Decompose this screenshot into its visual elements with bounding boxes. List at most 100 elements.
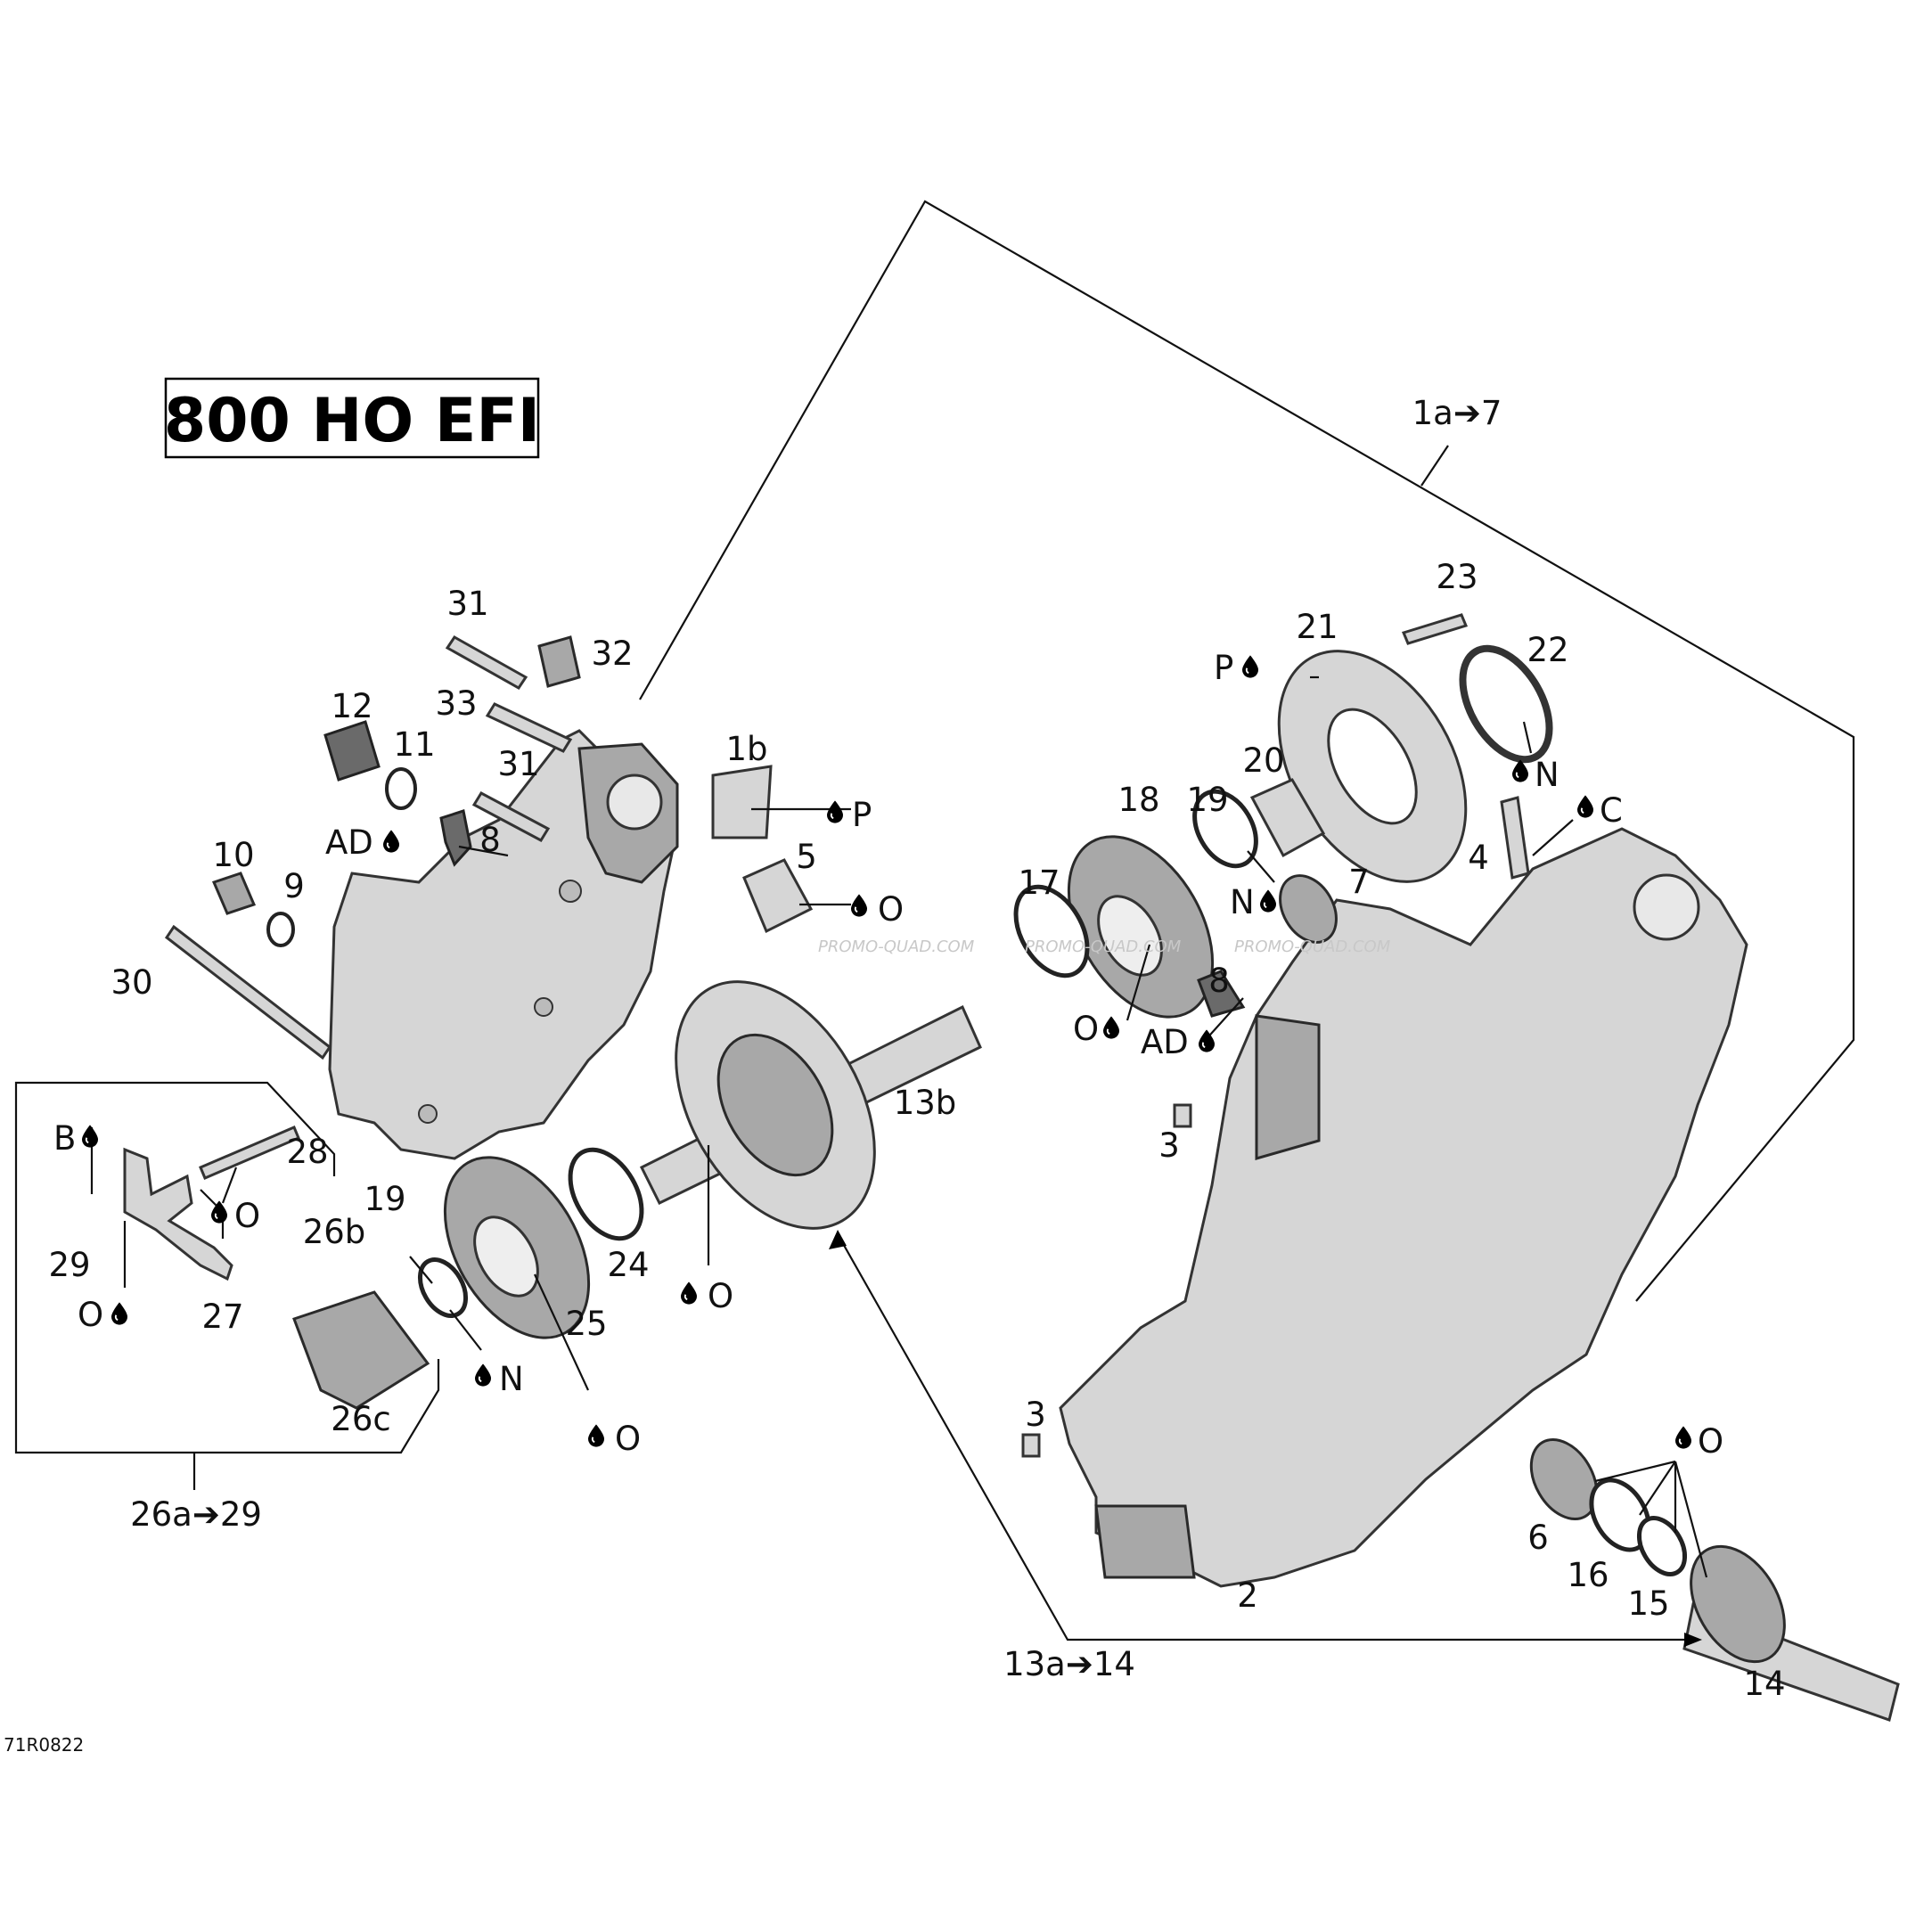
- washer-15: [1636, 1516, 1688, 1576]
- sleeve-5: [742, 858, 814, 934]
- label-26b: 26b: [303, 1213, 366, 1251]
- bushing-7: [1279, 874, 1338, 944]
- label-9: 9: [283, 867, 305, 905]
- label-1b: 1b: [725, 730, 767, 768]
- oring-19b: [417, 1257, 469, 1318]
- lube-o-4: O: [588, 1420, 641, 1458]
- cap-32: [537, 635, 581, 688]
- label-26c: 26c: [331, 1400, 390, 1438]
- plug-10: [211, 872, 257, 915]
- diagram-code: 71R0822: [4, 1734, 84, 1756]
- svg-text:O: O: [708, 1277, 733, 1315]
- label-30: 30: [111, 963, 152, 1002]
- svg-text:O: O: [1698, 1422, 1723, 1461]
- lube-o-1: O: [851, 890, 904, 929]
- label-31b: 31: [497, 745, 539, 783]
- bearing-6: [1529, 1437, 1599, 1521]
- label-2: 2: [1237, 1576, 1258, 1615]
- label-16: 16: [1567, 1556, 1609, 1594]
- label-22: 22: [1527, 631, 1568, 669]
- label-8b: 8: [1208, 962, 1230, 1000]
- dowel-3b: [1021, 1433, 1041, 1458]
- shaft-assembly-bracket: [837, 1233, 1698, 1641]
- label-14: 14: [1743, 1665, 1785, 1703]
- label-28: 28: [286, 1133, 328, 1171]
- lube-b-1: B: [53, 1119, 98, 1158]
- oring-11: [385, 767, 417, 810]
- model-title: 800 HO EFI: [164, 386, 540, 456]
- label-23: 23: [1436, 558, 1478, 596]
- watermark-1: PROMO-QUAD.COM: [818, 937, 975, 956]
- lube-o-3: O: [681, 1277, 733, 1315]
- fork-assembly-bracket: [14, 1081, 440, 1454]
- label-17: 17: [1018, 864, 1060, 902]
- leader-lines: [90, 675, 1708, 1578]
- label-6: 6: [1527, 1519, 1549, 1557]
- left-crankcase: [328, 729, 773, 1160]
- svg-text:C: C: [1600, 791, 1623, 830]
- sensor-8b: [1197, 970, 1246, 1018]
- label-3b: 3: [1025, 1396, 1046, 1434]
- washer-24: [568, 1147, 644, 1241]
- seal-22: [1459, 644, 1553, 764]
- label-20: 20: [1242, 741, 1284, 780]
- plug-12: [323, 720, 381, 782]
- fork-assembly-label: 26a➔29: [130, 1495, 262, 1534]
- oring-19: [1192, 789, 1258, 869]
- case-assembly-label: 1a➔7: [1412, 394, 1502, 432]
- lube-n-1: N: [1512, 756, 1560, 794]
- shaft-assembly-label: 13a➔14: [1003, 1645, 1135, 1683]
- case-assembly-bracket: [639, 200, 1855, 1302]
- watermark-2: PROMO-QUAD.COM: [1025, 937, 1182, 956]
- label-33: 33: [435, 684, 477, 723]
- svg-text:N: N: [1535, 756, 1560, 794]
- oring-9: [266, 912, 295, 947]
- lube-ad-1: AD: [325, 823, 399, 862]
- lube-p-2: P: [1214, 649, 1258, 687]
- label-32: 32: [591, 634, 633, 673]
- svg-text:O: O: [234, 1197, 260, 1235]
- label-3a: 3: [1158, 1126, 1180, 1165]
- sensor-8a: [439, 809, 472, 867]
- watermark-3: PROMO-QUAD.COM: [1234, 937, 1391, 956]
- lube-o-2: O: [1073, 1010, 1119, 1048]
- shift-fork-27: [123, 1147, 233, 1281]
- svg-text:AD: AD: [325, 823, 373, 862]
- label-5: 5: [796, 838, 817, 876]
- label-4: 4: [1468, 839, 1489, 877]
- label-8a: 8: [479, 821, 501, 859]
- bearing-25: [443, 1156, 591, 1339]
- lube-c-1: C: [1577, 791, 1623, 830]
- model-title-box: 800 HO EFI: [164, 377, 540, 459]
- lube-o-5: O: [211, 1197, 260, 1235]
- coupling-26c: [292, 1290, 430, 1410]
- svg-text:P: P: [852, 796, 872, 834]
- dowel-3a: [1173, 1103, 1192, 1128]
- bearing-plate-21: [1277, 650, 1468, 883]
- svg-text:O: O: [615, 1420, 641, 1458]
- svg-text:P: P: [1214, 649, 1233, 687]
- label-7: 7: [1348, 863, 1370, 901]
- svg-text:O: O: [878, 890, 904, 929]
- svg-text:B: B: [53, 1119, 76, 1158]
- label-10: 10: [212, 836, 254, 874]
- svg-text:O: O: [1073, 1010, 1099, 1048]
- label-29: 29: [48, 1246, 90, 1284]
- label-18: 18: [1117, 781, 1159, 819]
- gear-shaft-13b: [639, 980, 982, 1230]
- right-crankcase: [1059, 827, 1748, 1588]
- label-21: 21: [1296, 608, 1338, 646]
- svg-text:N: N: [1230, 883, 1255, 921]
- lube-o-7: O: [1675, 1422, 1723, 1461]
- svg-text:AD: AD: [1141, 1023, 1189, 1061]
- sleeve-20: [1249, 778, 1326, 858]
- label-11: 11: [393, 725, 435, 764]
- svg-text:N: N: [499, 1360, 524, 1398]
- label-27: 27: [201, 1298, 243, 1336]
- label-15: 15: [1627, 1584, 1669, 1623]
- svg-text:O: O: [78, 1296, 103, 1334]
- washer-17: [1013, 884, 1090, 978]
- label-25: 25: [565, 1305, 607, 1343]
- label-13b: 13b: [894, 1084, 957, 1122]
- label-24: 24: [607, 1246, 649, 1284]
